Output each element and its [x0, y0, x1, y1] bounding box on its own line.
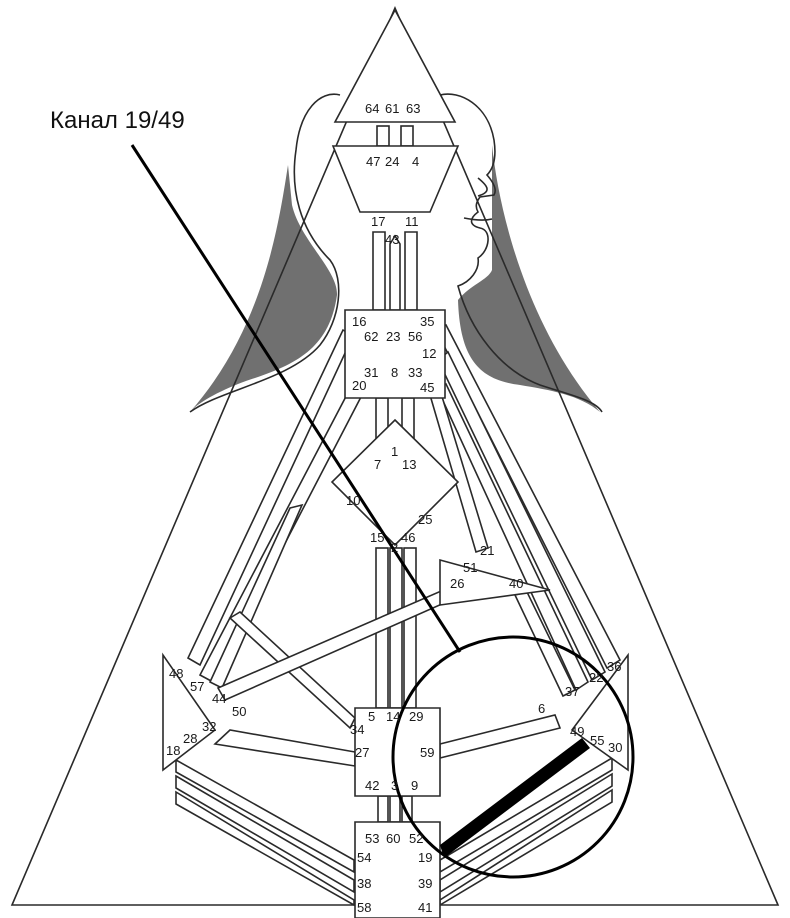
gate-62-label: 62	[364, 329, 378, 344]
mouth-line	[463, 217, 493, 221]
diagram-title: Канал 19/49	[50, 107, 185, 134]
pointer-line	[130, 144, 462, 653]
gate-61-label: 61	[385, 101, 399, 116]
gate-41-label: 41	[418, 900, 432, 915]
gate-20-label: 20	[352, 378, 366, 393]
ego-center	[439, 558, 551, 606]
gate-55-label: 55	[590, 733, 604, 748]
gate-25-label: 25	[418, 512, 432, 527]
gate-49-label: 49	[570, 724, 584, 739]
gate-23-label: 23	[386, 329, 400, 344]
gate-54-label: 54	[357, 850, 371, 865]
gate-60-label: 60	[386, 831, 400, 846]
gate-39-label: 39	[418, 876, 432, 891]
gate-11-label: 11	[405, 214, 419, 229]
gate-19-label: 19	[418, 850, 432, 865]
gate-1-label: 1	[391, 444, 398, 459]
gate-34-label: 34	[350, 722, 364, 737]
gate-8-label: 8	[391, 365, 398, 380]
gate-37-label: 37	[565, 684, 579, 699]
gate-14-label: 14	[386, 709, 400, 724]
gate-21-label: 21	[480, 543, 494, 558]
gate-45-label: 45	[420, 380, 434, 395]
gate-52-label: 52	[409, 831, 423, 846]
sacral-center	[354, 707, 441, 797]
face-profile	[439, 93, 603, 413]
shaded-hair-region	[190, 145, 600, 412]
gate-38-label: 38	[357, 876, 371, 891]
gate-6-label: 6	[538, 701, 545, 716]
spleen-center	[162, 652, 217, 772]
gate-29-label: 29	[409, 709, 423, 724]
gate-24-label: 24	[385, 154, 399, 169]
gate-15-label: 15	[370, 530, 384, 545]
ajna-center	[331, 145, 460, 213]
gate-4-label: 4	[412, 154, 419, 169]
gate-26-label: 26	[450, 576, 464, 591]
gate-9-label: 9	[411, 778, 418, 793]
gate-58-label: 58	[357, 900, 371, 915]
gate-64-label: 64	[365, 101, 379, 116]
centers	[162, 8, 629, 918]
gate-50-label: 50	[232, 704, 246, 719]
gate-12-label: 12	[422, 346, 436, 361]
gate-32-label: 32	[202, 719, 216, 734]
gate-35-label: 35	[420, 314, 434, 329]
magnifier-circle	[391, 635, 635, 879]
gate-17-label: 17	[371, 214, 385, 229]
head-silhouette	[189, 93, 341, 413]
gate-53-label: 53	[365, 831, 379, 846]
gate-5-label: 5	[368, 709, 375, 724]
gate-31-label: 31	[364, 365, 378, 380]
gate-13-label: 13	[402, 457, 416, 472]
gate-40-label: 40	[509, 576, 523, 591]
solar-plexus-center	[570, 652, 629, 772]
gate-10-label: 10	[346, 493, 360, 508]
throat-center	[344, 309, 446, 399]
gate-labels: 64 61 63 47 24 4 17 11 43 16 35 62 23 56…	[166, 101, 622, 915]
gate-16-label: 16	[352, 314, 366, 329]
nose-line	[477, 177, 488, 197]
gate-30-label: 30	[608, 740, 622, 755]
gate-22-label: 22	[589, 670, 603, 685]
gate-44-label: 44	[212, 691, 226, 706]
gate-18-label: 18	[166, 743, 180, 758]
gate-2-label: 2	[391, 540, 398, 555]
gate-36-label: 36	[607, 659, 621, 674]
gate-42-label: 42	[365, 778, 379, 793]
gate-57-label: 57	[190, 679, 204, 694]
gate-43-label: 43	[385, 232, 399, 247]
gate-63-label: 63	[406, 101, 420, 116]
channel-19-49-highlight	[440, 738, 590, 858]
gate-48-label: 48	[169, 666, 183, 681]
gate-7-label: 7	[374, 457, 381, 472]
head-center	[333, 8, 457, 123]
gate-28-label: 28	[183, 731, 197, 746]
gate-33-label: 33	[408, 365, 422, 380]
gate-51-label: 51	[463, 560, 477, 575]
g-center	[330, 418, 460, 547]
gate-46-label: 46	[401, 530, 415, 545]
gate-3-label: 3	[391, 778, 398, 793]
gate-47-label: 47	[366, 154, 380, 169]
gate-56-label: 56	[408, 329, 422, 344]
gate-27-label: 27	[355, 745, 369, 760]
gate-59-label: 59	[420, 745, 434, 760]
